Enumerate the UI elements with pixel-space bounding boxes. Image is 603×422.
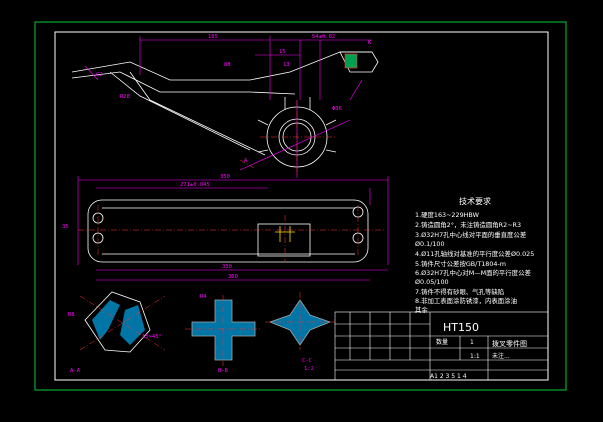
top-arm-diagonal <box>109 71 251 151</box>
top-arm-lower <box>71 71 296 95</box>
tech-requirements-title: 技术要求 <box>459 197 491 206</box>
dim-360: 360 <box>228 274 238 280</box>
fork-end-fill <box>344 53 358 69</box>
fork-end <box>339 51 379 73</box>
dim-15: 15 <box>279 49 286 55</box>
top-arm-upper <box>71 51 372 81</box>
tb-quantity: 1 <box>470 339 474 346</box>
front-view <box>87 199 369 263</box>
tech-req-line-4: Ø0.1/100 <box>415 240 445 248</box>
front-view-dims <box>77 176 389 281</box>
dim-185: 185 <box>208 34 218 40</box>
dim-271: 271±0.045 <box>180 182 210 188</box>
top-view-dims <box>84 36 372 178</box>
hub-side-left <box>257 119 269 153</box>
dim-r28: R28 <box>120 94 130 100</box>
tb-drawing-no: A1 2 3 5 1 4 <box>430 373 467 380</box>
label-aa: A-A <box>70 368 81 374</box>
top-arm-diagonal2 <box>129 71 266 156</box>
tech-req-line-7: 6.Ø32H7孔中心对M—M面的平行度公差 <box>415 269 531 277</box>
outer-frame <box>34 21 567 391</box>
hub-side-right <box>325 119 337 153</box>
tb-quantity-label: 数量 <box>436 338 448 346</box>
dim-k: K <box>368 40 372 46</box>
tech-req-line-11: 其余 <box>415 306 428 314</box>
dim-330: 330 <box>222 264 232 270</box>
tb-part-name: 拨叉零件图 <box>492 339 527 348</box>
tech-req-line-2: 2.铸造圆角2°，未注铸造圆角R2~R3 <box>415 221 522 229</box>
tech-req-line-3: 3.Ø32H7孔中心线对平面的垂直度公差 <box>415 231 527 239</box>
title-block <box>334 311 549 381</box>
tech-req-line-10: 8.非加工表面涂防锈漆，内表面涂油 <box>415 297 517 305</box>
dim-13: 13 <box>283 62 290 68</box>
dim-15x45: 15×45° <box>142 334 162 340</box>
label-ratio: 1:2 <box>304 366 314 372</box>
dim-c2: C2 <box>96 72 103 78</box>
top-view-centerlines <box>239 100 336 175</box>
dim-r8: R8 <box>68 312 75 318</box>
tech-req-line-5: 4.Ø11孔轴线对基准的平行度公差Ø0.025 <box>415 250 535 258</box>
dim-r4: R4 <box>200 294 207 300</box>
section-bb <box>185 295 262 366</box>
dim-350: 350 <box>220 174 230 180</box>
tech-req-line-1: 1.硬度163~229HBW <box>415 211 479 219</box>
bar-center-boss <box>257 223 311 257</box>
label-bb: B-B <box>218 368 229 374</box>
inner-frame <box>54 31 549 381</box>
section-cc <box>265 292 335 350</box>
tb-material: HT150 <box>443 321 479 334</box>
tech-req-line-9: 7.铸件不得有砂眼、气孔等缺陷 <box>415 288 505 296</box>
dim-54: 54±0.02 <box>312 34 335 40</box>
label-a-top: A <box>244 158 248 164</box>
bar-body <box>87 199 369 263</box>
dim-88: 88 <box>224 62 231 68</box>
tb-scale: 1:1 <box>470 353 480 360</box>
section-aa <box>79 291 166 353</box>
hub-neck <box>284 97 311 110</box>
tb-note: 未注... <box>492 352 510 360</box>
front-centerlines <box>78 205 385 262</box>
label-cc: C-C <box>302 358 312 364</box>
dim-phi36: Φ36 <box>332 106 342 112</box>
tech-req-line-8: Ø0.05/100 <box>415 278 449 286</box>
tech-req-line-6: 5.铸件尺寸公差按GB/T1804-m <box>415 260 507 268</box>
front-center-highlight <box>275 226 295 242</box>
dim-35: 35 <box>62 224 69 230</box>
